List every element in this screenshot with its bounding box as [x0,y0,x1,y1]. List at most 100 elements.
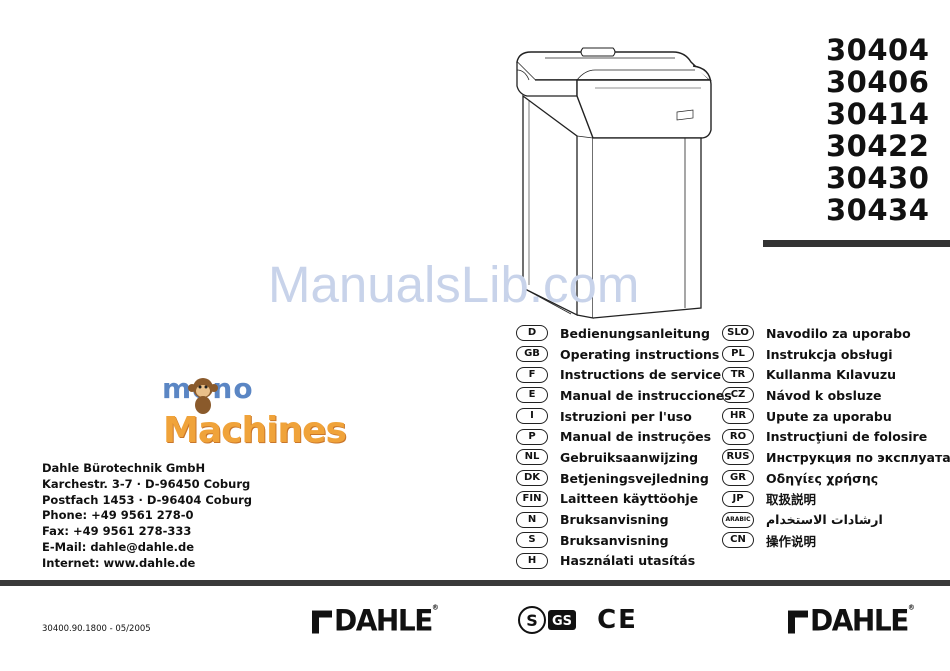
company-address: Dahle Bürotechnik GmbH Karchestr. 3-7 · … [42,461,252,572]
language-code-badge: P [516,428,548,445]
logo-line2: Machines [163,410,347,451]
language-label: Navodilo za uporabo [766,325,911,341]
language-label: Инструкция по эксплуатации [766,449,950,465]
document-number: 30400.90.1800 - 05/2005 [42,624,151,634]
language-label: Instrukcja obsługi [766,346,893,362]
language-code-badge: SLO [722,325,754,342]
registered-mark: ® [907,603,915,612]
language-label: Upute za uporabu [766,408,892,424]
watermark: ManualsLib.com [268,256,640,313]
certification-marks: S GS CE [518,605,638,635]
language-item: DK Betjeningsvejledning [516,468,732,489]
gs-label: GS [552,614,572,629]
language-code-badge: F [516,366,548,383]
language-item: N Bruksanvisning [516,509,732,530]
model-number: 30422 [826,129,930,163]
gs-mark-icon: S GS [518,606,576,634]
language-item: SLO Navodilo za uporabo [722,323,950,344]
language-item: GB Operating instructions [516,344,732,365]
language-item: CZ Návod k obsluze [722,385,950,406]
language-code-badge: H [516,552,548,569]
language-code-badge: GR [722,470,754,487]
company-internet: Internet: www.dahle.de [42,555,196,570]
language-code-badge: HR [722,408,754,425]
language-code-badge: CZ [722,387,754,404]
language-code-badge: N [516,511,548,528]
language-code-badge: I [516,408,548,425]
company-street: Karchestr. 3-7 · D-96450 Coburg [42,476,251,491]
language-item: RO Instrucţiuni de folosire [722,426,950,447]
language-item: PL Instrukcja obsługi [722,344,950,365]
language-label: Használati utasítás [560,553,696,569]
dahle-mark-icon [788,610,808,634]
language-code-badge: TR [722,366,754,383]
company-email: E-Mail: dahle@dahle.de [42,539,195,554]
language-label: Bedienungsanleitung [560,325,710,341]
shredder-illustration [516,47,712,319]
company-fax: Fax: +49 9561 278-333 [42,524,192,539]
language-label: Bruksanvisning [560,512,669,528]
model-number: 30430 [826,161,930,195]
ce-mark: CE [597,605,638,635]
language-code-badge: S [516,532,548,549]
language-item: TR Kullanma Kılavuzu [722,364,950,385]
brand-name: DAHLE [810,603,909,638]
language-item: FIN Laitteen käyttöohje [516,489,732,510]
language-label: Instrucţiuni de folosire [766,429,928,445]
language-code-badge: GB [516,346,548,363]
model-number: 30406 [826,65,930,99]
language-code-badge: E [516,387,548,404]
language-code-badge: JP [722,490,754,507]
model-number: 30434 [826,193,930,227]
model-number: 30414 [826,97,930,131]
language-label: 操作说明 [766,533,817,549]
language-label: Operating instructions [560,346,720,362]
language-label: Manual de instruções [560,429,712,445]
language-label: Οδηγίες χρήσης [766,470,879,486]
company-name: Dahle Bürotechnik GmbH [42,461,206,475]
dahle-logo-center: DAHLE® [312,603,439,638]
brand-name: DAHLE [334,603,433,638]
language-item: JP 取扱説明 [722,489,950,510]
company-phone: Phone: +49 9561 278-0 [42,508,194,523]
svg-text:S: S [526,611,538,630]
registered-mark: ® [431,603,439,612]
language-label: Bruksanvisning [560,532,669,548]
language-code-badge: FIN [516,490,548,507]
dahle-mark-icon [312,610,332,634]
language-list-right: SLO Navodilo za uporabo PL Instrukcja obsł… [722,323,950,551]
language-code-badge: DK [516,470,548,487]
language-item: E Manual de instrucciones [516,385,732,406]
dahle-logo-right: DAHLE® [788,603,915,638]
language-label: Kullanma Kılavuzu [766,367,896,383]
language-label: Gebruiksaanwijzing [560,449,699,465]
model-number: 30404 [826,33,930,67]
language-label: Návod k obsluze [766,387,882,403]
monkey-icon [188,378,218,414]
model-numbers: 30404 30406 30414 30422 30430 30434 [826,33,930,227]
language-code-badge: NL [516,449,548,466]
language-item: GR Οδηγίες χρήσης [722,468,950,489]
language-label: Istruzioni per l'uso [560,408,692,424]
company-postbox: Postfach 1453 · D-96404 Coburg [42,492,253,507]
language-code-badge: PL [722,346,754,363]
language-code-badge: D [516,325,548,342]
language-label: Betjeningsvejledning [560,470,709,486]
language-item: NL Gebruiksaanwijzing [516,447,732,468]
language-item: I Istruzioni per l'uso [516,406,732,427]
language-list-left: D Bedienungsanleitung GB Operating instruc… [516,323,732,571]
language-label: 取扱説明 [766,492,817,508]
model-divider [763,240,950,247]
language-item: HR Upute za uporabu [722,406,950,427]
language-code-badge: RO [722,428,754,445]
language-label: Manual de instrucciones [560,387,732,403]
language-item: D Bedienungsanleitung [516,323,732,344]
language-code-badge: CN [722,532,754,549]
language-code-badge: ARABIC [722,511,754,528]
language-item: S Bruksanvisning [516,530,732,551]
language-item: H Használati utasítás [516,551,732,572]
language-label: Laitteen käyttöohje [560,491,699,507]
